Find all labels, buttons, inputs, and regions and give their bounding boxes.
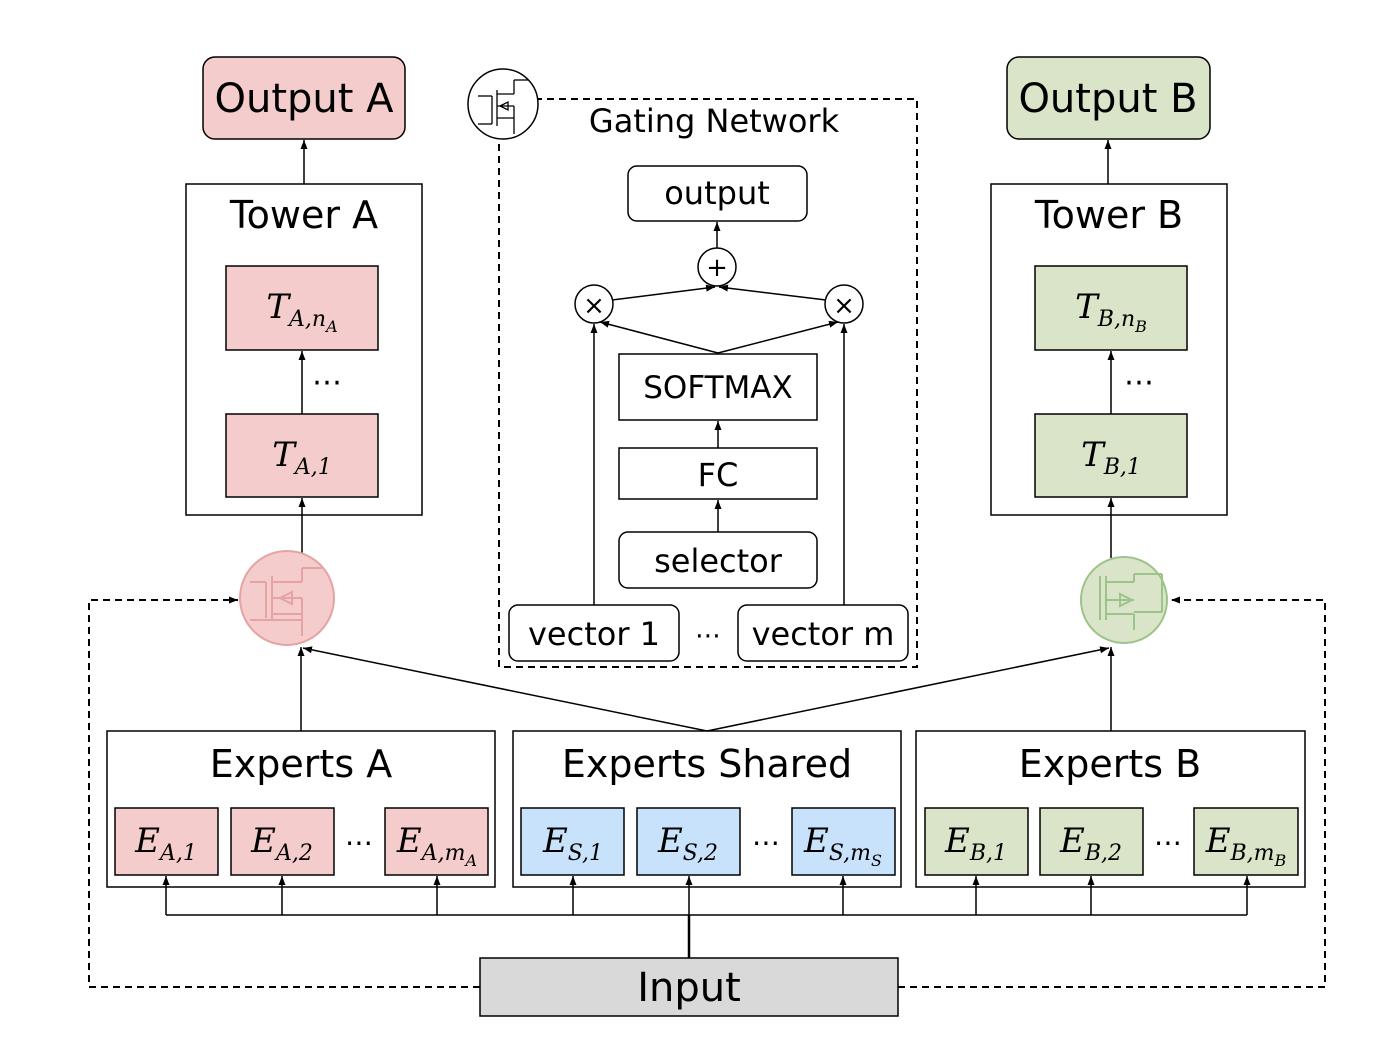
plus-symbol: +: [706, 253, 728, 283]
tower-a-bottom-label: TA,1: [272, 435, 332, 480]
expert-b-2: [1039, 807, 1144, 876]
tower-b-bottom-layer: [1034, 413, 1188, 498]
softmax-box: [618, 353, 818, 421]
tower-a-top-layer: [225, 265, 379, 351]
expert-a-1-label: EA,1: [134, 821, 197, 866]
experts-a-title: Experts A: [210, 742, 392, 786]
gating-network: Gating Network output + × × SOFTMAX FC s…: [467, 68, 918, 668]
input-to-gate-dashed-lines: [88, 596, 1326, 988]
tower-a-title: Tower A: [229, 193, 378, 237]
gating-arrows: [590, 222, 848, 605]
experts-shared-title: Experts Shared: [562, 742, 852, 786]
expert-b-1-label: EB,1: [944, 821, 1007, 866]
multiply-symbol-left: ×: [583, 291, 605, 321]
input-box: Input: [479, 957, 899, 1017]
expert-a-1: [114, 807, 219, 876]
gate-b-icon: [1080, 556, 1168, 644]
tower-b-title: Tower B: [1034, 193, 1183, 237]
softmax-label: SOFTMAX: [643, 370, 793, 406]
expert-shared-1: [520, 807, 625, 876]
tower-b: Tower B TB,nB ⋯ TB,1: [990, 183, 1228, 516]
multiply-node-left: [574, 284, 614, 324]
output-b-label: Output B: [1018, 76, 1197, 122]
expert-b-2-label: EB,2: [1059, 821, 1122, 866]
vector-first-label: vector 1: [528, 615, 660, 653]
expert-b-1: [924, 807, 1029, 876]
tower-b-top-layer: [1034, 265, 1188, 351]
expert-shared-1-label: ES,1: [542, 821, 603, 866]
fc-label: FC: [698, 456, 739, 494]
gating-gate-icon: [467, 68, 539, 140]
output-a-box: Output A: [202, 56, 406, 140]
tower-b-dots: ⋯: [1124, 365, 1154, 400]
multiply-node-right: [824, 284, 864, 324]
expert-shared-2: [636, 807, 741, 876]
input-distribution-lines: [162, 876, 1251, 958]
tower-b-top-label: TB,nB: [1075, 287, 1147, 336]
experts-shared-dots: ⋯: [752, 826, 780, 859]
experts-b-title: Experts B: [1019, 742, 1201, 786]
tower-a-dots: ⋯: [312, 365, 342, 400]
experts-shared-group: Experts Shared ES,1 ES,2 ⋯ ES,mS: [512, 730, 902, 888]
input-label: Input: [637, 965, 741, 1011]
gate-a-icon: [239, 550, 335, 646]
tower-a-top-label: TA,nA: [266, 287, 337, 336]
selector-label: selector: [654, 542, 783, 580]
vector-dots: ⋯: [695, 621, 721, 651]
expert-a-m-label: EA,mA: [396, 821, 477, 870]
expert-a-2: [230, 807, 335, 876]
output-a-label: Output A: [214, 76, 394, 122]
output-b-box: Output B: [1006, 56, 1211, 140]
experts-b-dots: ⋯: [1154, 826, 1182, 859]
experts-a-group: Experts A EA,1 EA,2 ⋯ EA,mA: [106, 730, 496, 888]
tower-a: Tower A TA,nA ⋯ TA,1: [185, 183, 423, 516]
gating-output-label: output: [664, 174, 770, 212]
gating-output-box: [627, 165, 808, 222]
tower-arrows: [298, 140, 1115, 558]
expert-to-gate-arrows: [297, 646, 1115, 732]
experts-b-group: Experts B EB,1 EB,2 ⋯ EB,mB: [915, 730, 1306, 888]
expert-shared-2-label: ES,2: [657, 821, 718, 866]
expert-b-m: [1193, 807, 1299, 876]
experts-a-dots: ⋯: [345, 826, 373, 859]
multiply-symbol-right: ×: [833, 291, 855, 321]
gating-title: Gating Network: [589, 102, 840, 140]
tower-b-bottom-label: TB,1: [1081, 435, 1141, 480]
expert-shared-m: [791, 807, 896, 876]
expert-shared-m-label: ES,mS: [803, 821, 882, 870]
expert-a-m: [384, 807, 489, 876]
expert-a-2-label: EA,2: [250, 821, 313, 866]
fc-box: [618, 447, 818, 500]
expert-b-m-label: EB,mB: [1205, 821, 1287, 870]
vector-last-box: [737, 604, 909, 662]
vector-last-label: vector m: [752, 615, 895, 653]
